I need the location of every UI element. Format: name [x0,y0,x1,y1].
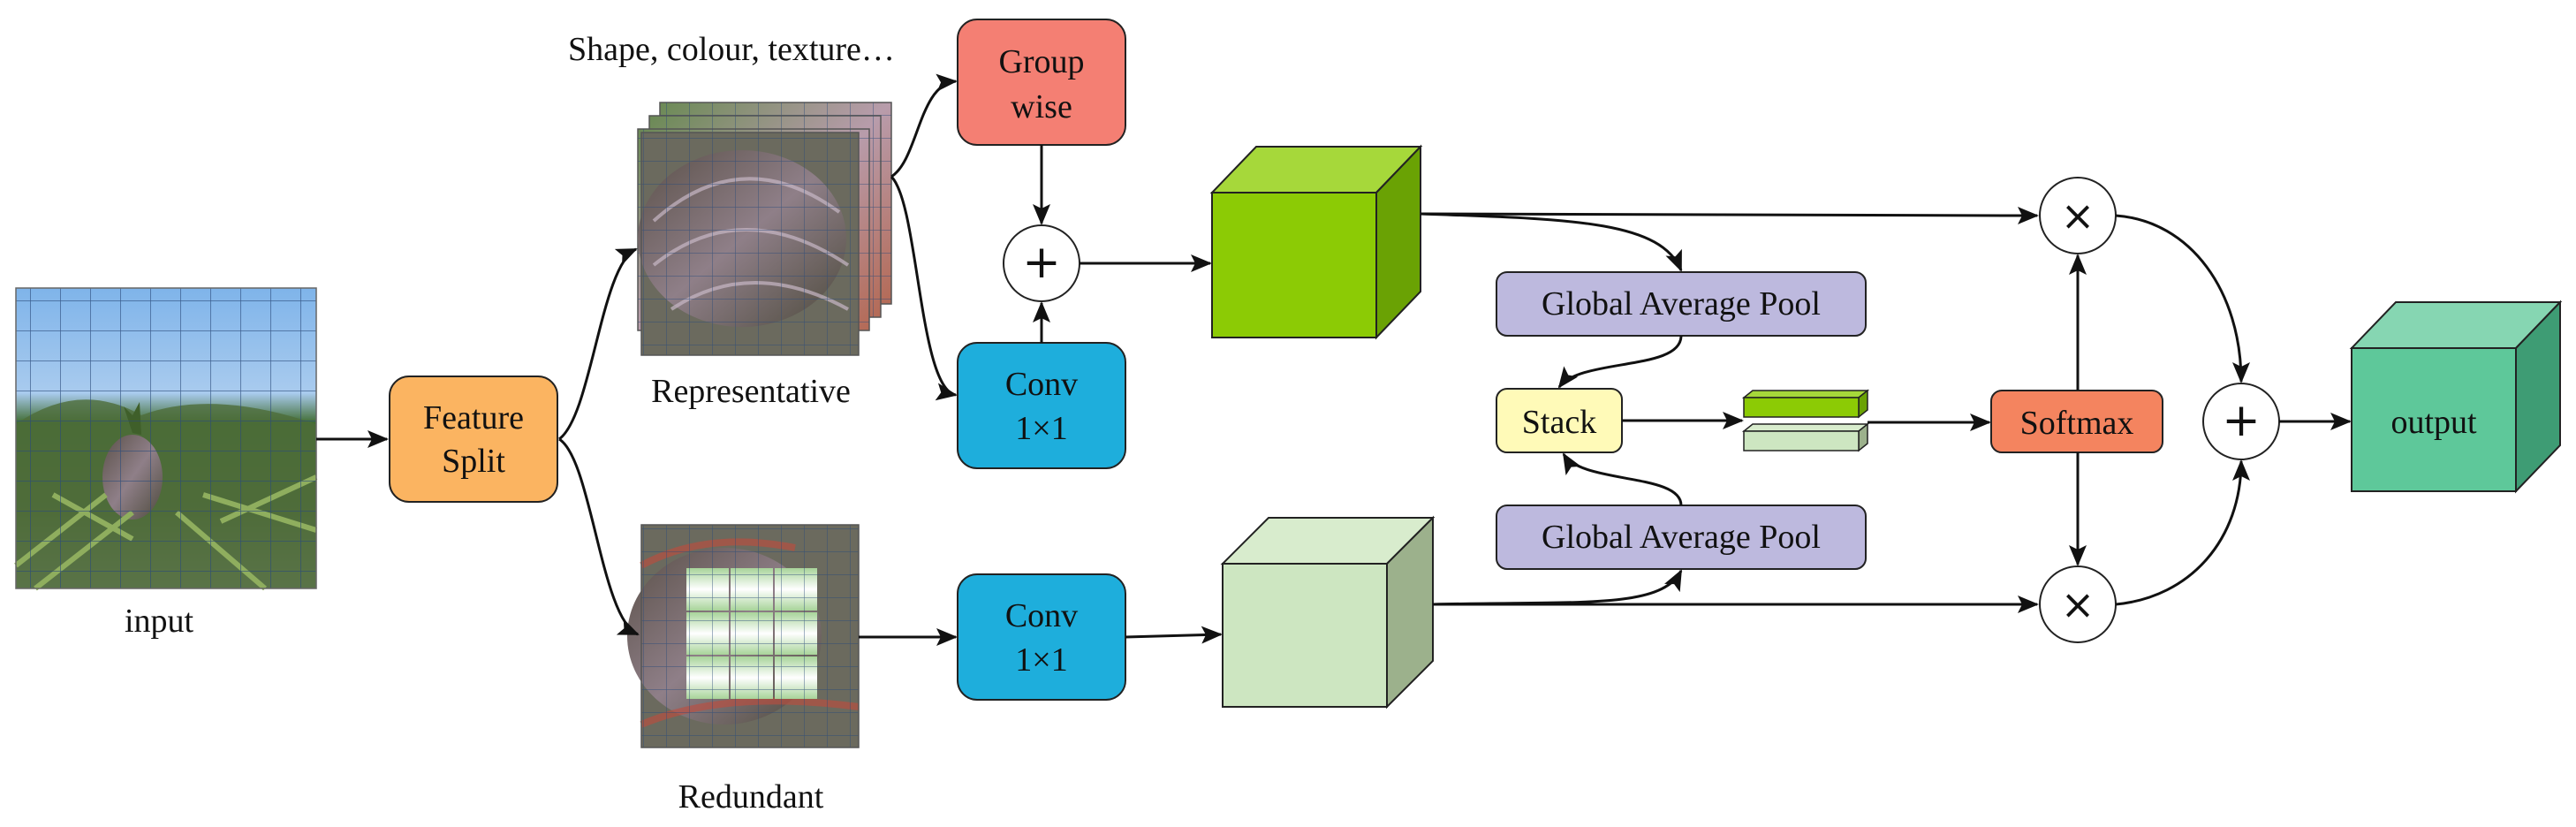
gap-bottom-to-stack-arrow [1562,452,1683,506]
stack-text: Stack [1522,404,1596,441]
group-wise-line1: Group [998,43,1084,80]
conv-to-light-cube-arrow [1125,626,1223,644]
green-feature-cube [1209,144,1423,340]
stack-box: Stack [1496,388,1623,453]
gap-top-text: Global Average Pool [1542,285,1821,322]
green-cube-to-multiply-arrow [1420,206,2039,224]
rep-to-groupwise-arrow [890,73,958,178]
conv-bottom-box: Conv 1×1 [957,573,1126,701]
conv-bottom-line1: Conv [1005,597,1078,634]
output-label: output [2390,404,2477,441]
input-image [14,287,318,591]
multiply-top-to-add-arrow [2115,214,2250,383]
group-wise-box: Group wise [957,19,1126,146]
group-wise-line2: wise [1011,88,1072,125]
softmax-box: Softmax [1990,390,2163,453]
softmax-text: Softmax [2020,405,2134,442]
add-top-symbol: + [1022,236,1061,289]
feature-split-line1: Feature [423,399,524,436]
add-operator-right: + [2202,383,2280,460]
add-operator-top: + [1003,224,1080,302]
multiply-top-symbol: × [2061,192,2095,239]
representative-feature-maps [637,102,892,356]
green-cube-to-gap-arrow [1420,212,1683,272]
rep-to-conv-arrow [890,175,958,401]
light-cube-to-gap-arrow [1432,569,1683,606]
shape-colour-texture-note: Shape, colour, texture… [568,31,895,68]
feature-split-line2: Split [442,443,505,480]
multiply-operator-top: × [2039,177,2117,254]
multiply-bottom-symbol: × [2061,580,2095,628]
output-cube: output [2349,300,2563,494]
conv-top-line1: Conv [1005,366,1078,403]
conv-bottom-line2: 1×1 [1015,641,1067,679]
multiply-operator-bottom: × [2039,565,2117,643]
representative-label: Representative [651,373,851,410]
gap-top-box: Global Average Pool [1496,271,1867,337]
gap-bottom-text: Global Average Pool [1542,519,1821,556]
multiply-bottom-to-add-arrow [2115,459,2250,606]
split-to-redundant-arrow [558,437,640,636]
input-label: input [125,603,194,640]
redundant-feature-map [627,524,860,748]
stacked-vector [1741,389,1870,452]
gap-top-to-stack-arrow [1557,335,1683,389]
redundant-label: Redundant [678,778,824,816]
conv-top-box: Conv 1×1 [957,342,1126,469]
light-feature-cube [1220,515,1436,709]
gap-bottom-box: Global Average Pool [1496,505,1867,570]
feature-split-box: Feature Split [389,376,558,503]
conv-top-line2: 1×1 [1015,410,1067,447]
add-right-symbol: + [2222,394,2261,447]
split-to-representative-arrow [558,247,638,441]
